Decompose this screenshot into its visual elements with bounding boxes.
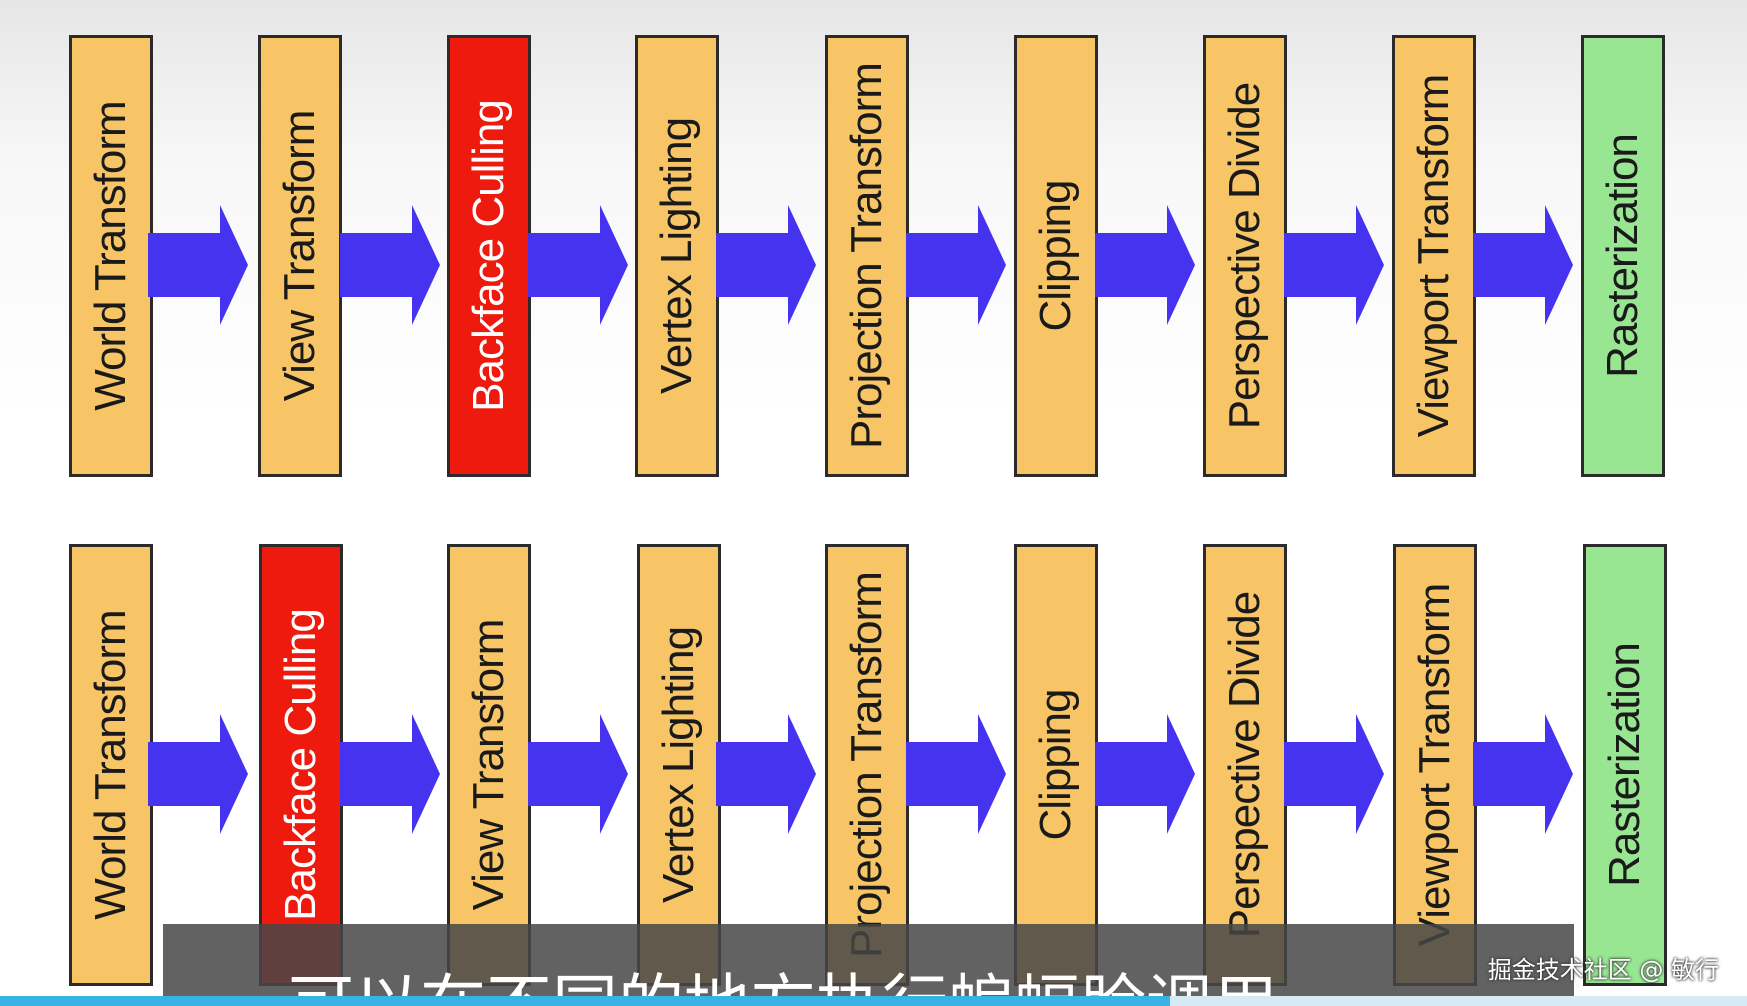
stage-clipping: Clipping: [1014, 35, 1098, 477]
stage-label: Rasterization: [1598, 134, 1647, 378]
right-arrow-icon: [340, 714, 440, 834]
stage-backface-culling: Backface Culling: [447, 35, 531, 477]
stage-projection-transform: Projection Transform: [825, 544, 909, 986]
stage-view-transform: View Transform: [447, 544, 531, 986]
stage-rasterization: Rasterization: [1583, 544, 1667, 986]
right-arrow-icon: [906, 205, 1006, 325]
stage-viewport-transform: Viewport Transform: [1392, 35, 1476, 477]
stage-projection-transform: Projection Transform: [825, 35, 909, 477]
stage-perspective-divide: Perspective Divide: [1203, 35, 1287, 477]
stage-label: World Transform: [86, 610, 135, 920]
video-progress-bar[interactable]: [0, 996, 1747, 1006]
stage-vertex-lighting: Vertex Lighting: [635, 35, 719, 477]
right-arrow-icon: [1473, 714, 1573, 834]
right-arrow-icon: [1284, 714, 1384, 834]
right-arrow-icon: [1284, 205, 1384, 325]
stage-label: Viewport Transform: [1410, 583, 1459, 947]
right-arrow-icon: [1473, 205, 1573, 325]
stage-world-transform: World Transform: [69, 35, 153, 477]
watermark: 掘金技术社区 @ 敏行: [1487, 956, 1719, 984]
stage-world-transform: World Transform: [69, 544, 153, 986]
stage-label: Rasterization: [1600, 643, 1649, 887]
subtitle-caption: 可以在不同的地方执行蝙蝠脸调用。: [163, 924, 1574, 1006]
stage-view-transform: View Transform: [258, 35, 342, 477]
stage-label: Vertex Lighting: [654, 626, 703, 904]
video-progress-fill: [0, 996, 1171, 1006]
pipeline-row-1: World Transform View Transform Backface …: [0, 35, 1747, 485]
right-arrow-icon: [340, 205, 440, 325]
stage-backface-culling: Backface Culling: [259, 544, 343, 986]
right-arrow-icon: [528, 714, 628, 834]
right-arrow-icon: [148, 205, 248, 325]
right-arrow-icon: [906, 714, 1006, 834]
stage-label: View Transform: [275, 110, 324, 402]
stage-label: Backface Culling: [276, 609, 325, 921]
right-arrow-icon: [528, 205, 628, 325]
stage-clipping: Clipping: [1014, 544, 1098, 986]
stage-label: Clipping: [1031, 689, 1080, 841]
stage-label: Projection Transform: [842, 63, 891, 449]
stage-label: World Transform: [86, 101, 135, 411]
stage-rasterization: Rasterization: [1581, 35, 1665, 477]
right-arrow-icon: [716, 714, 816, 834]
right-arrow-icon: [1095, 205, 1195, 325]
stage-label: Vertex Lighting: [652, 117, 701, 395]
stage-label: Backface Culling: [464, 100, 513, 412]
stage-label: Viewport Transform: [1409, 74, 1458, 438]
stage-label: Clipping: [1031, 180, 1080, 332]
right-arrow-icon: [716, 205, 816, 325]
right-arrow-icon: [1095, 714, 1195, 834]
stage-label: View Transform: [464, 619, 513, 911]
pipeline-row-2: World Transform Backface Culling View Tr…: [0, 544, 1747, 994]
stage-label: Perspective Divide: [1220, 82, 1269, 430]
stage-perspective-divide: Perspective Divide: [1203, 544, 1287, 986]
right-arrow-icon: [148, 714, 248, 834]
stage-viewport-transform: Viewport Transform: [1393, 544, 1477, 986]
stage-label: Perspective Divide: [1220, 591, 1269, 939]
stage-label: Projection Transform: [842, 572, 891, 958]
stage-vertex-lighting: Vertex Lighting: [637, 544, 721, 986]
